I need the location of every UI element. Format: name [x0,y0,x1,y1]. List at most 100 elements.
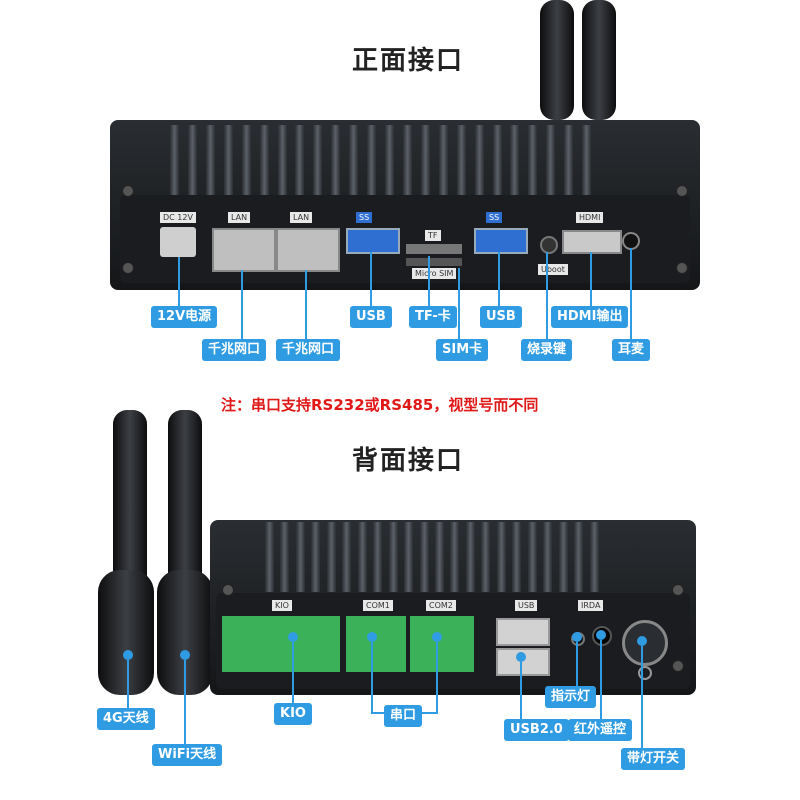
screw-icon [122,262,134,274]
lead-line [241,270,243,340]
lead-line [520,662,522,720]
heatsink-fin [373,522,383,592]
callout-usb20: USB2.0 [504,719,569,741]
heatsink-fin [496,522,506,592]
heatsink-fin [510,125,520,195]
callout-usb2: USB [480,306,522,328]
lead-line [458,268,460,340]
callout-mic: 耳麦 [612,339,651,361]
sim-card-slot[interactable] [406,258,462,266]
lead-line [178,257,180,307]
com2-marker [432,632,442,642]
front-tag-uboot: Uboot [538,264,568,275]
antenna-wifi-marker [180,650,190,660]
lead-line [600,640,602,720]
heatsink-fin [589,522,599,592]
heatsink-fin [311,522,321,592]
callout-4g: 4G天线 [97,708,155,730]
usb2-port-top[interactable] [496,618,550,646]
lead-line [292,642,294,704]
lead-line [546,252,548,340]
power-icon [638,666,652,680]
callout-usb1: USB [350,306,392,328]
heatsink-fin [295,125,305,195]
heatsink-fin [280,522,290,592]
front-tag-hdmi: HDMI [576,212,604,223]
callout-burn: 烧录键 [521,339,573,361]
callout-sim: SIM卡 [436,339,489,361]
usb-port-front-1[interactable] [346,228,400,254]
antenna-4g-marker [123,650,133,660]
lead-line [184,660,186,745]
heatsink-fin [349,125,359,195]
heatsink-fin [474,125,484,195]
heatsink-fin [313,125,323,195]
lead-line [436,642,438,714]
heatsink-fin [326,522,336,592]
lead-line [576,642,578,687]
lead-line [370,252,372,308]
heatsink-fin [241,125,251,195]
heatsink-fin [205,125,215,195]
callout-hdmi: HDMI输出 [551,306,629,328]
heatsink-fin [295,522,305,592]
lead-line [630,248,632,340]
screw-icon [672,584,684,596]
lead-line [371,642,373,714]
antenna-front-left [540,0,574,120]
callout-indicator: 指示灯 [545,686,597,708]
heatsink-fin [558,522,568,592]
heatsink-fin [564,125,574,195]
callout-ir: 红外遥控 [568,719,633,741]
callout-power: 12V电源 [151,306,218,328]
lead-line [498,252,500,308]
hdmi-port[interactable] [562,230,622,254]
back-tag-kio: KIO [272,600,292,611]
screw-icon [676,185,688,197]
front-tag-lan1: LAN [228,212,251,223]
com1-terminal-block[interactable] [346,616,406,672]
antenna-back-left [113,410,147,590]
kio-terminal-block[interactable] [222,616,340,672]
lead-line [127,660,129,710]
heatsink-fin [385,125,394,195]
heatsink-fin [438,125,448,195]
heatsink-fin [367,125,377,195]
lan-port-1[interactable] [212,228,276,272]
antenna-back-right [168,410,202,590]
heatsink-fin [419,522,429,592]
usb-port-front-2[interactable] [474,228,528,254]
front-tag-usb2: SS [486,212,503,223]
screw-icon [122,185,134,197]
back-tag-irda: IRDA [578,600,604,611]
screw-icon [222,584,234,596]
antenna-front-right [582,0,616,120]
heatsink-fin [342,522,352,592]
front-tag-dc: DC 12V [160,212,196,223]
heatsink-fin [528,125,538,195]
heatsink-fin [582,125,592,195]
heatsink-fin [357,522,367,592]
callout-lan1: 千兆网口 [202,339,267,361]
usb-marker [516,652,526,662]
callout-lan2: 千兆网口 [276,339,341,361]
heatsink-fin [402,125,412,195]
tf-card-slot[interactable] [406,244,462,254]
lead-line [590,252,592,308]
kio-marker [288,632,298,642]
screw-icon [672,660,684,672]
back-tag-com1: COM1 [363,600,393,611]
heatsink-fin [435,522,444,592]
heatsink-fin [481,522,491,592]
heatsink-fin [388,522,398,592]
burn-button[interactable] [540,236,558,254]
front-tag-lan2: LAN [290,212,313,223]
serial-note: 注：串口支持RS232或RS485，视型号而不同 [221,396,539,414]
com2-terminal-block[interactable] [410,616,474,672]
lead-line [428,256,430,308]
heatsink-fin [456,125,466,195]
dc-power-jack[interactable] [160,227,196,257]
back-heatsink-fins [265,522,605,592]
heatsink-fin [404,522,414,592]
lan-port-2[interactable] [276,228,340,272]
